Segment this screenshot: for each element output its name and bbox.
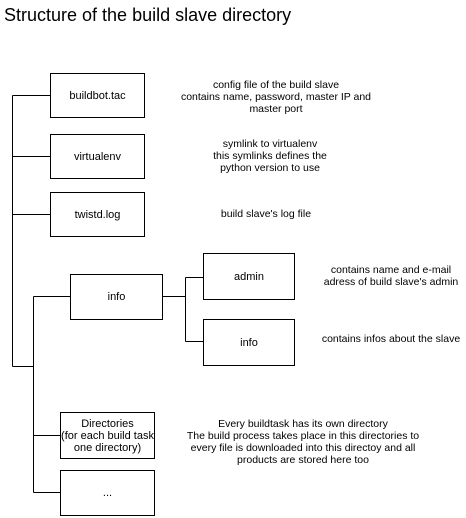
info-file-desc-line-1: contains infos about the slave bbox=[321, 333, 461, 345]
virtualenv-label: virtualenv bbox=[73, 150, 122, 163]
virtualenv-desc-line-2: this symlinks defines the bbox=[213, 150, 327, 162]
directories-desc-line-4: products are stored here too bbox=[237, 454, 369, 466]
directories-description: Every buildtask has its own directory Th… bbox=[178, 418, 428, 466]
diagram-title: Structure of the build slave directory bbox=[4, 5, 292, 25]
virtualenv-desc-line-3: python version to use bbox=[220, 162, 320, 174]
twistd-log-desc-line-1: build slave's log file bbox=[220, 208, 312, 220]
directories-desc-line-1: Every buildtask has its own directory bbox=[218, 418, 388, 430]
admin-desc-line-1: contains name and e-mail bbox=[330, 264, 452, 276]
twistd-log-box: twistd.log bbox=[50, 192, 145, 237]
more-label: ... bbox=[102, 487, 113, 499]
directories-box: Directories (for each build task one dir… bbox=[60, 412, 155, 459]
buildbot-tac-desc-line-1: config file of the build slave bbox=[212, 79, 340, 91]
twistd-log-label: twistd.log bbox=[74, 208, 121, 221]
directories-label-line-2: (for each build task bbox=[61, 429, 154, 442]
buildbot-tac-label: buildbot.tac bbox=[69, 89, 126, 102]
directories-desc-line-2: The build process takes place in this di… bbox=[186, 430, 420, 442]
directories-label-line-1: Directories bbox=[81, 417, 134, 430]
directories-desc-line-3: every file is downloaded into this direc… bbox=[190, 442, 416, 454]
buildbot-tac-box: buildbot.tac bbox=[50, 73, 145, 118]
info-label: info bbox=[107, 291, 126, 303]
admin-description: contains name and e-mail adress of build… bbox=[311, 264, 466, 288]
buildbot-tac-desc-line-2: contains name, password, master IP and bbox=[180, 91, 372, 103]
info-box: info bbox=[70, 274, 163, 320]
info-file-label: info bbox=[240, 336, 258, 349]
virtualenv-box: virtualenv bbox=[50, 134, 145, 179]
more-box: ... bbox=[60, 470, 155, 516]
buildbot-tac-description: config file of the build slave contains … bbox=[176, 79, 376, 115]
info-file-description: contains infos about the slave bbox=[316, 333, 466, 345]
info-file-box: info bbox=[203, 319, 295, 366]
admin-box: admin bbox=[203, 253, 295, 300]
buildbot-tac-desc-line-3: master port bbox=[249, 103, 303, 115]
admin-label: admin bbox=[234, 270, 264, 283]
virtualenv-description: symlink to virtualenv this symlinks defi… bbox=[180, 138, 360, 174]
directories-label-line-3: one directory) bbox=[73, 441, 142, 454]
admin-desc-line-2: adress of build slave's admin bbox=[323, 276, 459, 288]
virtualenv-desc-line-1: symlink to virtualenv bbox=[222, 138, 318, 150]
twistd-log-description: build slave's log file bbox=[186, 208, 346, 220]
